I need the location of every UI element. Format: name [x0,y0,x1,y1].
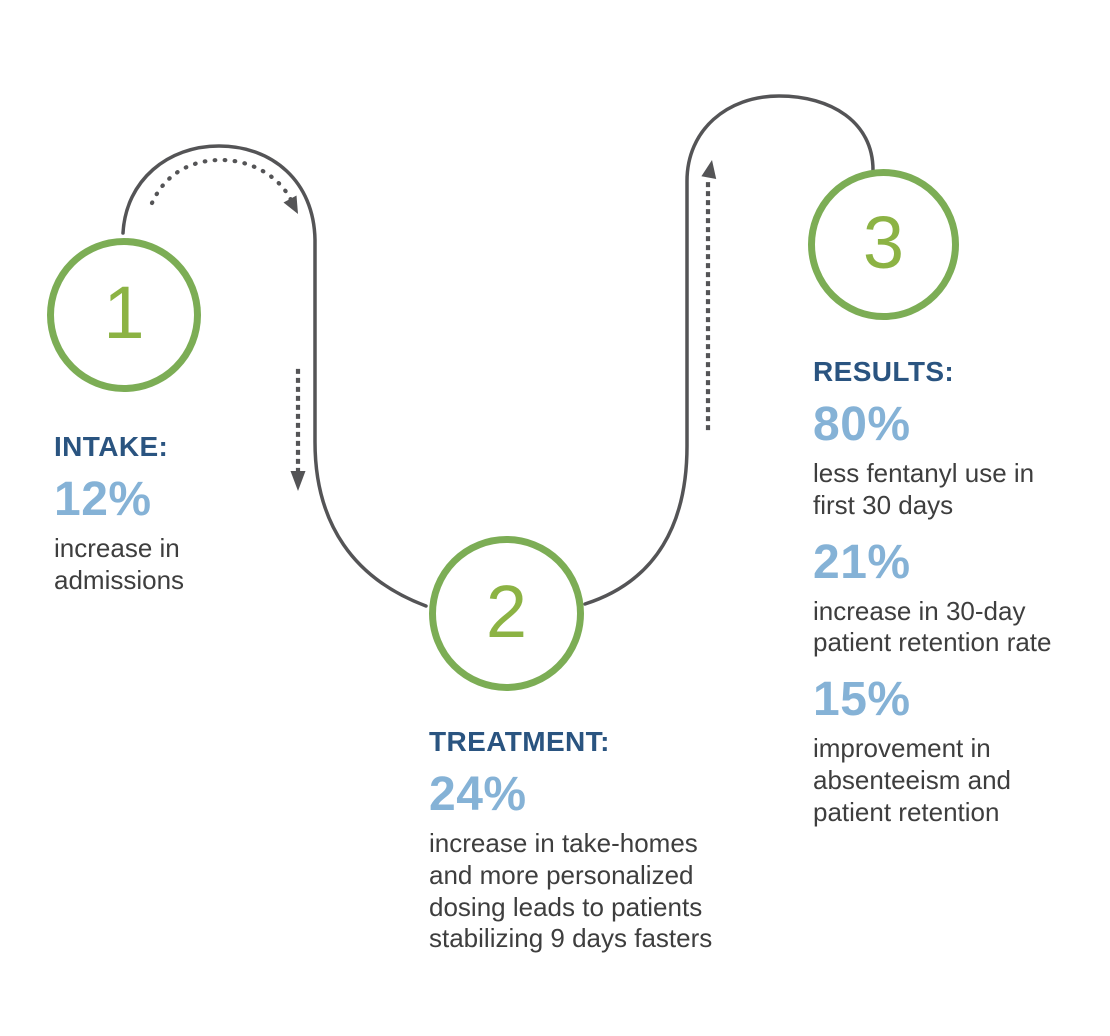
step-1-text-block: INTAKE: 12% increase in admissions [54,431,339,614]
step-2-number: 2 [485,569,528,653]
step-3-text-block: RESULTS: 80% less fentanyl use in first … [813,356,1110,845]
step-3-label: RESULTS: [813,356,955,387]
step-3-stat-2-desc: increase in 30-day patient retention rat… [813,595,1052,658]
step-3-stat-3-value: 15% [813,673,911,727]
step-3-stat-1: 80% less fentanyl use in first 30 days [813,401,1110,521]
step-2-circle: 2 [429,536,584,691]
connector-line-step1-step2 [121,144,428,608]
step-1-stat-value: 12% [54,473,152,527]
arrowhead-down-icon [290,471,306,491]
connector-line-step2-step3 [583,94,875,606]
step-2-stat: 24% increase in take-homes and more pers… [429,771,794,955]
step-1-circle: 1 [47,238,201,392]
step-3-stat-2: 21% increase in 30-day patient retention… [813,535,1110,659]
step-3-number: 3 [862,200,905,284]
step-1-label: INTAKE: [54,431,169,462]
arrowhead-downright-icon [283,195,298,214]
step-3-stat-1-desc: less fentanyl use in first 30 days [813,458,1035,520]
arrowhead-up-icon [701,160,717,179]
step-2-text-block: TREATMENT: 24% increase in take-homes an… [429,726,794,972]
step-1-stat: 12% increase in admissions [54,476,339,596]
step-3-stat-3: 15% improvement in absenteeism and patie… [813,676,1110,828]
step-3-stat-2-value: 21% [813,535,911,589]
step-3-stat-3-desc: improvement in absenteeism and patient r… [813,733,1012,827]
dotted-arc-arrow-right-icon [149,157,294,206]
step-3-stat-1-value: 80% [813,398,911,452]
step-3-circle: 3 [808,169,959,320]
step-2-label: TREATMENT: [429,726,610,757]
step-2-stat-desc: increase in take-homes and more personal… [429,828,713,954]
step-2-stat-value: 24% [429,768,527,822]
step-1-stat-desc: increase in admissions [54,533,185,595]
step-1-number: 1 [103,271,145,354]
